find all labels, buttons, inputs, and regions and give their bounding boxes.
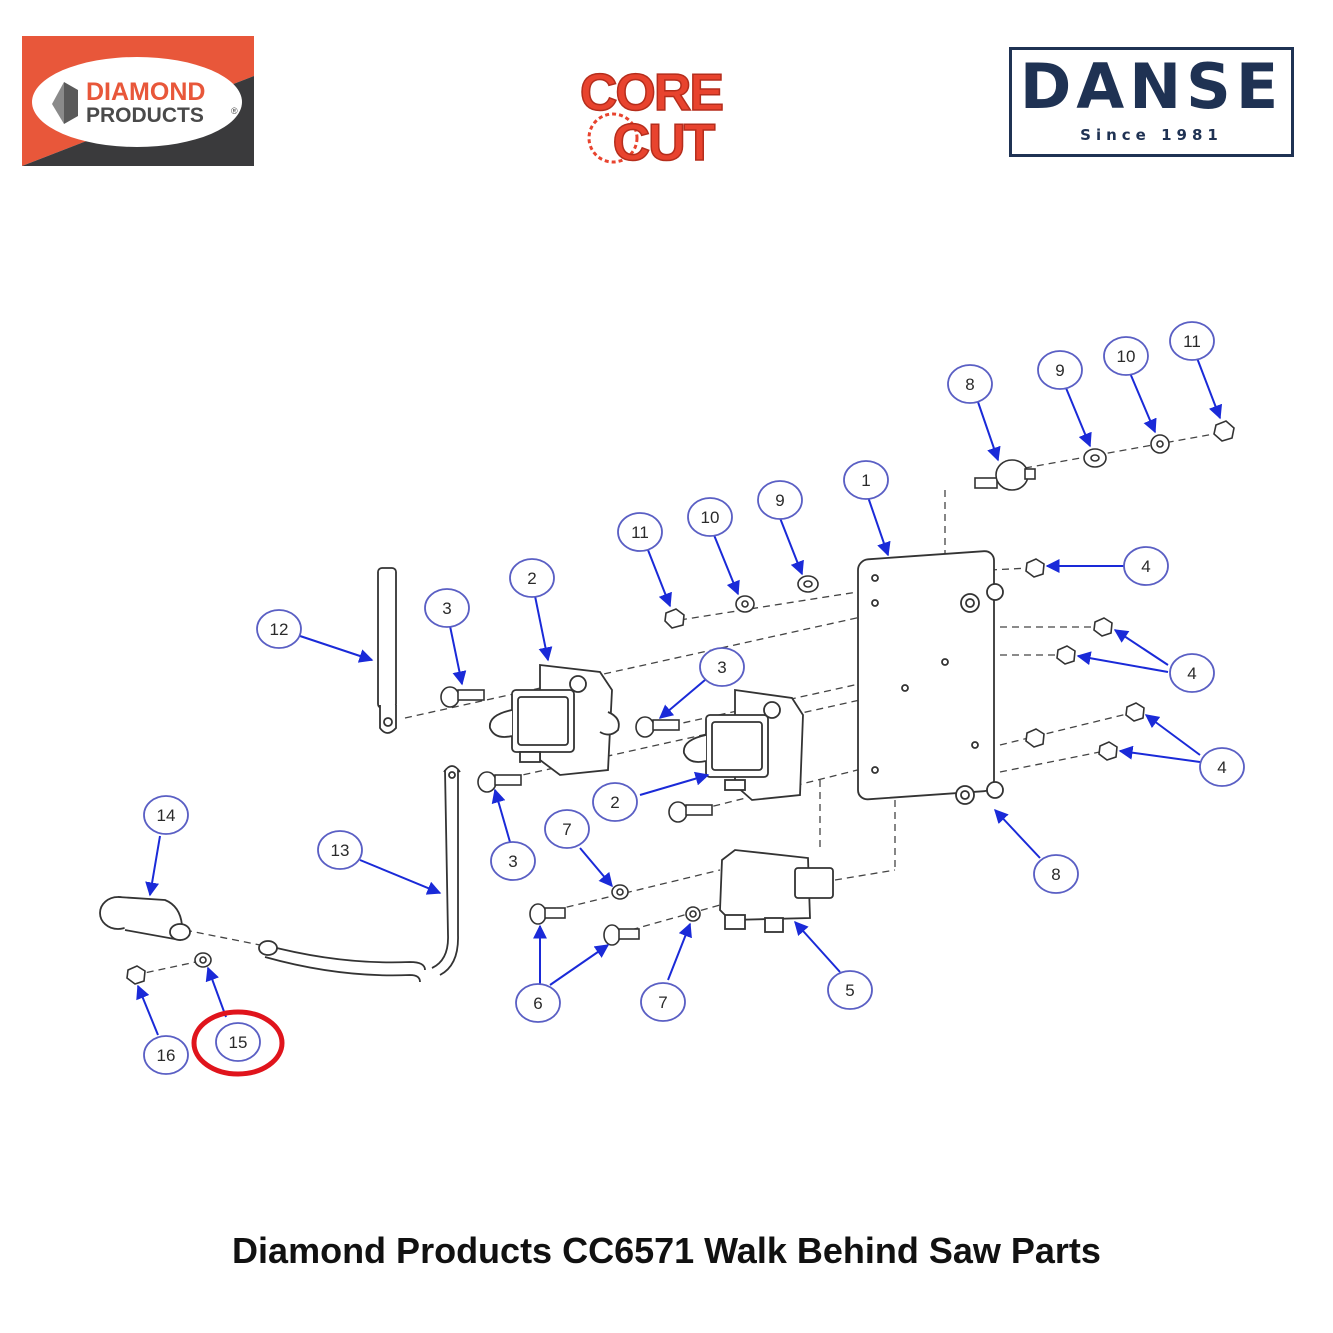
relay-5 [719, 849, 834, 933]
callout-label: 8 [1051, 865, 1060, 884]
callout-label: 16 [157, 1046, 176, 1065]
callout-label: 4 [1141, 557, 1150, 576]
callout-7: 7 [640, 982, 686, 1022]
boot-14 [99, 896, 191, 942]
danse-logo: DANSE Since 1981 [1009, 47, 1294, 157]
callout-2: 2 [592, 782, 638, 822]
callout-15: 15 [215, 1022, 261, 1062]
callout-11: 11 [1169, 321, 1215, 361]
exploded-parts-diagram: 8 9 10 11 1 11 10 9 4 2 3 12 3 4 4 2 14 … [99, 321, 1245, 1077]
diamond-products-logo: DIAMOND PRODUCTS ® [22, 36, 254, 166]
switch-lower [683, 688, 804, 801]
callout-label: 3 [508, 852, 517, 871]
callout-label: 7 [658, 993, 667, 1012]
core-cut-line2: CUT [613, 114, 716, 168]
callout-label: 3 [717, 658, 726, 677]
callout-label: 9 [775, 491, 784, 510]
core-cut-logo: CORE CUT [565, 60, 737, 173]
callout-4: 4 [1199, 747, 1245, 787]
callout-3: 3 [490, 841, 536, 881]
nut-washer-15-16 [126, 952, 212, 985]
callout-8: 8 [947, 364, 993, 404]
callout-label: 12 [270, 620, 289, 639]
callout-label: 13 [331, 841, 350, 860]
callout-1: 1 [843, 460, 889, 500]
callout-9: 9 [1037, 350, 1083, 390]
callout-13: 13 [317, 830, 363, 870]
callout-label: 10 [701, 508, 720, 527]
callout-label: 15 [229, 1033, 248, 1052]
callout-label: 1 [861, 471, 870, 490]
highlight-ring-part-15 [191, 1009, 285, 1077]
callout-label: 4 [1217, 758, 1226, 777]
page-title: Diamond Products CC6571 Walk Behind Saw … [232, 1230, 1101, 1271]
callout-5: 5 [827, 970, 873, 1010]
callout-label: 14 [157, 806, 176, 825]
callout-14: 14 [143, 795, 189, 835]
callout-label: 4 [1187, 664, 1196, 683]
callout-2: 2 [509, 558, 555, 598]
diamond-logo-line2: PRODUCTS [86, 104, 204, 127]
callout-10: 10 [687, 497, 733, 537]
callout-label: 7 [562, 820, 571, 839]
wire-lead-12 [377, 567, 397, 734]
callout-8: 8 [1033, 854, 1079, 894]
leader-arrows [136, 357, 1223, 1036]
callout-10: 10 [1103, 336, 1149, 376]
diamond-logo-mark: ® [231, 106, 238, 116]
callout-label: 10 [1117, 347, 1136, 366]
switch-upper [489, 663, 620, 776]
mounting-plate [857, 550, 1004, 805]
danse-logo-since: Since 1981 [1080, 126, 1223, 144]
diamond-logo-line1: DIAMOND [86, 78, 205, 106]
stud-top [974, 459, 1036, 491]
callout-4: 4 [1123, 546, 1169, 586]
callout-label: 11 [631, 523, 649, 542]
callout-3: 3 [424, 588, 470, 628]
callout-11: 11 [617, 512, 663, 552]
callout-label: 3 [442, 599, 451, 618]
callout-label: 8 [965, 375, 974, 394]
screws-washers-6-7 [529, 884, 701, 946]
callout-label: 6 [533, 994, 542, 1013]
callouts: 8 9 10 11 1 11 10 9 4 2 3 12 3 4 4 2 14 … [143, 321, 1245, 1075]
screws-part3 [440, 686, 713, 823]
callout-4: 4 [1169, 653, 1215, 693]
callout-9: 9 [757, 480, 803, 520]
hardware-top-row [664, 420, 1235, 629]
callout-7: 7 [544, 809, 590, 849]
danse-logo-name: DANSE [1019, 50, 1284, 123]
callout-label: 11 [1183, 332, 1201, 351]
callout-label: 5 [845, 981, 854, 1000]
core-cut-line1: CORE [580, 64, 723, 122]
nuts-right [1025, 558, 1145, 761]
callout-label: 9 [1055, 361, 1064, 380]
wire-lead-13 [258, 765, 461, 983]
callout-16: 16 [143, 1035, 189, 1075]
callout-label: 2 [610, 793, 619, 812]
callout-3: 3 [699, 647, 745, 687]
callout-6: 6 [515, 983, 561, 1023]
callout-label: 2 [527, 569, 536, 588]
assembly-lines [134, 431, 1226, 976]
callout-12: 12 [256, 609, 302, 649]
